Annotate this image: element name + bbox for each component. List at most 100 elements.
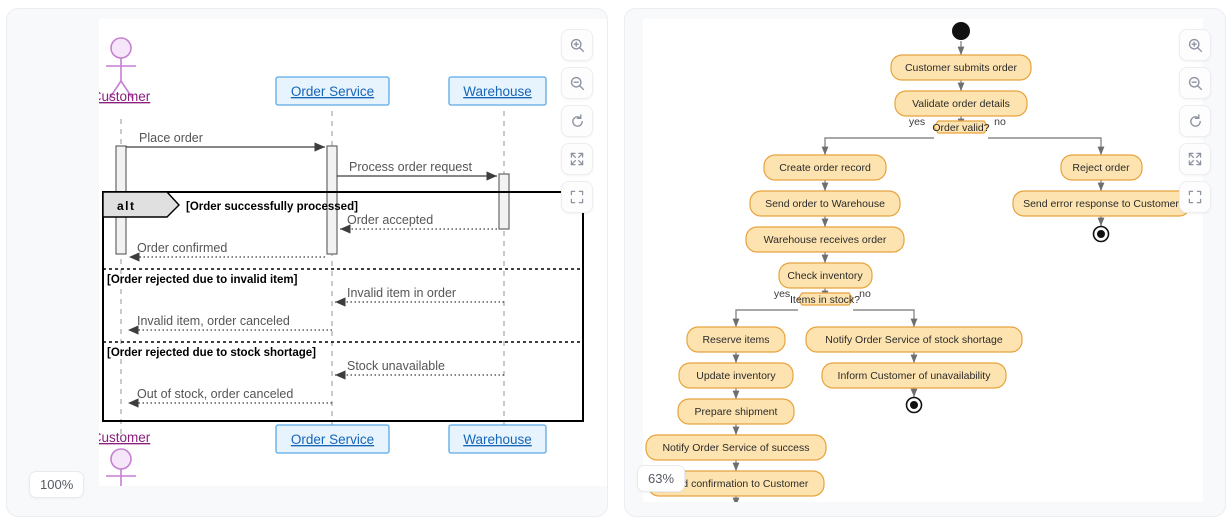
node-label: Prepare shipment: [695, 406, 778, 418]
zoom-level-badge-activity[interactable]: 63%: [637, 465, 686, 492]
participant-warehouse-bottom[interactable]: Warehouse: [448, 424, 547, 454]
node-label: Update inventory: [696, 370, 776, 382]
decision-label: Items in stock?: [790, 294, 860, 306]
zoom-out-button[interactable]: [1179, 67, 1211, 99]
sequence-diagram-panel: Customer Order Service Warehouse: [6, 8, 608, 517]
participant-warehouse-top[interactable]: Warehouse: [448, 76, 547, 106]
participant-order-service-top[interactable]: Order Service: [275, 76, 390, 106]
activity-diagram-canvas[interactable]: Customer submits order Validate order de…: [643, 19, 1203, 502]
actor-head-icon: [110, 448, 132, 470]
message-label: Place order: [139, 131, 203, 145]
node-shape: [894, 90, 1028, 117]
activity-node-a13[interactable]: Inform Customer of unavailability: [821, 362, 1007, 389]
activity-node-a4[interactable]: Send order to Warehouse: [749, 190, 901, 217]
node-shape: [821, 362, 1007, 389]
fragment-guard-3: [Order rejected due to stock shortage]: [107, 347, 316, 359]
decision-node-d2[interactable]: Items in stock? yes no: [774, 288, 871, 306]
fullscreen-button[interactable]: [1179, 181, 1211, 213]
activity-node-a7[interactable]: Reserve items: [686, 326, 786, 353]
edge-d2-yes-to-a7: [732, 309, 798, 327]
decision-node-d1[interactable]: Order valid? yes no: [909, 116, 1006, 134]
node-label: Create order record: [779, 162, 871, 174]
actor-leg-right: [120, 80, 134, 100]
fit-screen-button[interactable]: [561, 143, 593, 175]
activity-node-a5[interactable]: Warehouse receives order: [745, 226, 905, 253]
node-shape: [678, 362, 794, 389]
decision-shape: [933, 120, 989, 134]
fit-screen-icon: [569, 151, 585, 167]
fragment-operator-tab: [102, 191, 180, 218]
reset-view-button[interactable]: [561, 105, 593, 137]
message-label: Invalid item in order: [347, 286, 456, 300]
fit-screen-button[interactable]: [1179, 143, 1211, 175]
participant-label-order-service-top: Order Service: [291, 84, 374, 99]
activation-order-service: [326, 145, 338, 255]
node-shape: [677, 398, 795, 425]
node-label: Notify Order Service of success: [662, 442, 809, 454]
message-label: Invalid item, order canceled: [137, 314, 290, 328]
actor-label-customer-top: Customer: [99, 89, 151, 104]
activity-node-a14[interactable]: Reject order: [1060, 154, 1143, 181]
actor-head-icon: [110, 37, 132, 59]
activity-node-a10[interactable]: Notify Order Service of success: [645, 434, 827, 461]
message-invalid-item-in-order: Invalid item in order: [335, 286, 504, 307]
node-label: Inform Customer of unavailability: [838, 370, 992, 382]
final-node-end3: [1092, 225, 1110, 243]
zoom-in-icon: [569, 37, 586, 54]
message-invalid-item-order-canceled: Invalid item, order canceled: [128, 314, 332, 335]
actor-label-customer-bottom: Customer: [99, 430, 151, 445]
zoom-in-button[interactable]: [561, 29, 593, 61]
node-shape: [763, 154, 887, 181]
message-place-order: Place order: [126, 131, 325, 152]
activity-node-a2[interactable]: Validate order details: [894, 90, 1028, 117]
reset-view-button[interactable]: [1179, 105, 1211, 137]
activity-diagram-panel: Customer submits order Validate order de…: [624, 8, 1226, 517]
participant-box: [448, 76, 547, 106]
initial-node: [952, 22, 970, 40]
actor-customer-bottom[interactable]: Customer: [99, 430, 151, 486]
fragment-guard-1: [Order successfully processed]: [186, 201, 358, 213]
final-node-end2: [905, 396, 923, 414]
fullscreen-icon: [569, 189, 585, 205]
fragment-guard-2: [Order rejected due to invalid item]: [107, 274, 298, 286]
activity-node-a15[interactable]: Send error response to Customer: [1012, 190, 1191, 217]
fit-screen-icon: [1187, 151, 1203, 167]
actor-leg-left: [108, 80, 122, 100]
node-label: Reject order: [1072, 162, 1130, 174]
activity-node-a12[interactable]: Notify Order Service of stock shortage: [805, 326, 1023, 353]
node-shape: [686, 326, 786, 353]
participant-box: [275, 76, 390, 106]
zoom-level-badge-sequence[interactable]: 100%: [29, 471, 85, 498]
activation-warehouse: [498, 173, 510, 230]
reset-icon: [1187, 113, 1204, 130]
activity-node-a9[interactable]: Prepare shipment: [677, 398, 795, 425]
activity-diagram-svg: Customer submits order Validate order de…: [645, 22, 1191, 502]
participant-label-order-service-bottom: Order Service: [291, 432, 374, 447]
sequence-diagram-canvas[interactable]: Customer Order Service Warehouse: [99, 19, 607, 486]
message-label: Order accepted: [347, 213, 433, 227]
actor-customer-top[interactable]: Customer: [99, 37, 151, 104]
node-shape: [805, 326, 1023, 353]
participant-order-service-bottom[interactable]: Order Service: [275, 424, 390, 454]
message-order-accepted: Order accepted: [340, 213, 497, 234]
node-label: Warehouse receives order: [764, 234, 887, 246]
zoom-out-button[interactable]: [561, 67, 593, 99]
message-label: Out of stock, order canceled: [137, 387, 293, 401]
node-label: Validate order details: [912, 98, 1010, 110]
message-out-of-stock-order-canceled: Out of stock, order canceled: [128, 387, 332, 408]
message-order-confirmed: Order confirmed: [129, 241, 325, 262]
decision-label: Order valid?: [932, 122, 989, 134]
node-label: Reserve items: [702, 334, 769, 346]
activity-node-a6[interactable]: Check inventory: [778, 262, 873, 289]
activity-node-a3[interactable]: Create order record: [763, 154, 887, 181]
combined-fragment-alt: alt [Order successfully processed] [Orde…: [102, 191, 584, 422]
activity-node-a8[interactable]: Update inventory: [678, 362, 794, 389]
decision-shape: [797, 292, 854, 306]
guard-label-no: no: [859, 288, 871, 300]
message-label: Order confirmed: [137, 241, 227, 255]
node-label: Customer submits order: [905, 62, 1018, 74]
zoom-in-button[interactable]: [1179, 29, 1211, 61]
fullscreen-button[interactable]: [561, 181, 593, 213]
activity-node-a1[interactable]: Customer submits order: [890, 54, 1032, 81]
